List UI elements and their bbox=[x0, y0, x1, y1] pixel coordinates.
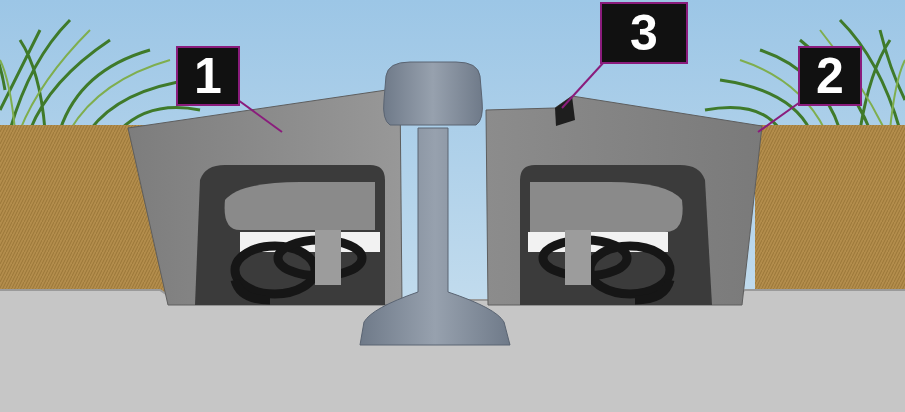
callout-number: 2 bbox=[798, 46, 862, 106]
left-shoulder bbox=[128, 88, 402, 305]
left-insulator bbox=[225, 182, 375, 230]
grass-light bbox=[0, 30, 905, 130]
left-bolt bbox=[315, 230, 341, 285]
left-cavity bbox=[195, 165, 385, 305]
rail-body bbox=[360, 128, 510, 345]
right-clip bbox=[543, 240, 670, 300]
right-insulator bbox=[530, 182, 683, 232]
left-clip bbox=[235, 240, 362, 300]
ballast-soil bbox=[755, 125, 905, 305]
rail-head bbox=[384, 62, 483, 125]
leader-line bbox=[238, 100, 282, 132]
grass bbox=[0, 20, 905, 130]
shoulder-notch bbox=[555, 96, 575, 126]
leader-line bbox=[758, 100, 803, 132]
leader-line bbox=[562, 62, 604, 108]
callout-number: 3 bbox=[600, 2, 688, 64]
right-cavity bbox=[520, 165, 712, 305]
right-shoulder bbox=[486, 96, 762, 305]
callout-number: 1 bbox=[176, 46, 240, 106]
right-bolt bbox=[565, 230, 591, 285]
